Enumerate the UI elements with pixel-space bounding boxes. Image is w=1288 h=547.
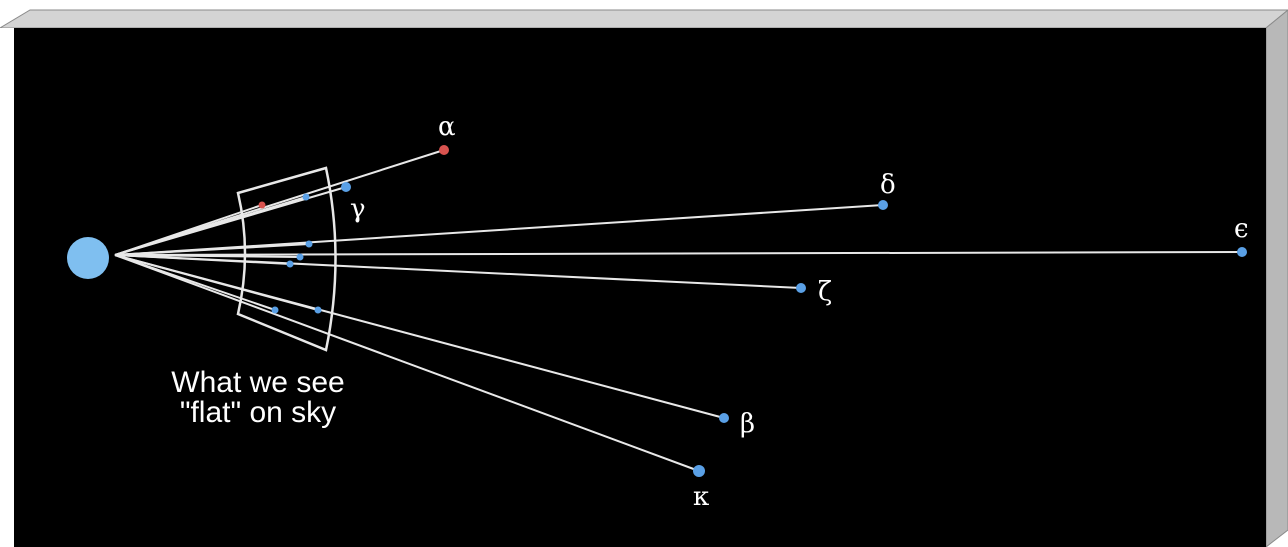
label-zeta: ζ — [818, 277, 832, 307]
label-gamma: γ — [350, 194, 366, 224]
star-alpha: α — [438, 112, 456, 155]
star-gamma: γ — [341, 182, 366, 224]
star-delta: δ — [878, 170, 896, 210]
label-kappa: κ — [693, 482, 709, 512]
sight-line-epsilon — [114, 251, 1243, 256]
caption-line-1: What we see — [171, 366, 344, 399]
sight-lines — [114, 149, 1243, 472]
sky-panel — [14, 28, 1266, 547]
sight-line-kappa — [114, 254, 700, 472]
box-frame — [0, 9, 1288, 547]
projected-dots — [258, 193, 322, 314]
observer-earth — [67, 237, 109, 279]
projection-screen — [236, 166, 337, 352]
label-delta: δ — [880, 170, 896, 200]
label-beta: β — [740, 409, 755, 439]
star-zeta: ζ — [796, 277, 832, 307]
caption-line-2: "flat" on sky — [180, 396, 336, 429]
label-alpha: α — [438, 112, 456, 142]
star-epsilon: ϵ — [1234, 214, 1249, 257]
star-kappa: κ — [693, 465, 709, 512]
label-epsilon: ϵ — [1234, 214, 1249, 244]
star-beta: β — [719, 409, 755, 439]
